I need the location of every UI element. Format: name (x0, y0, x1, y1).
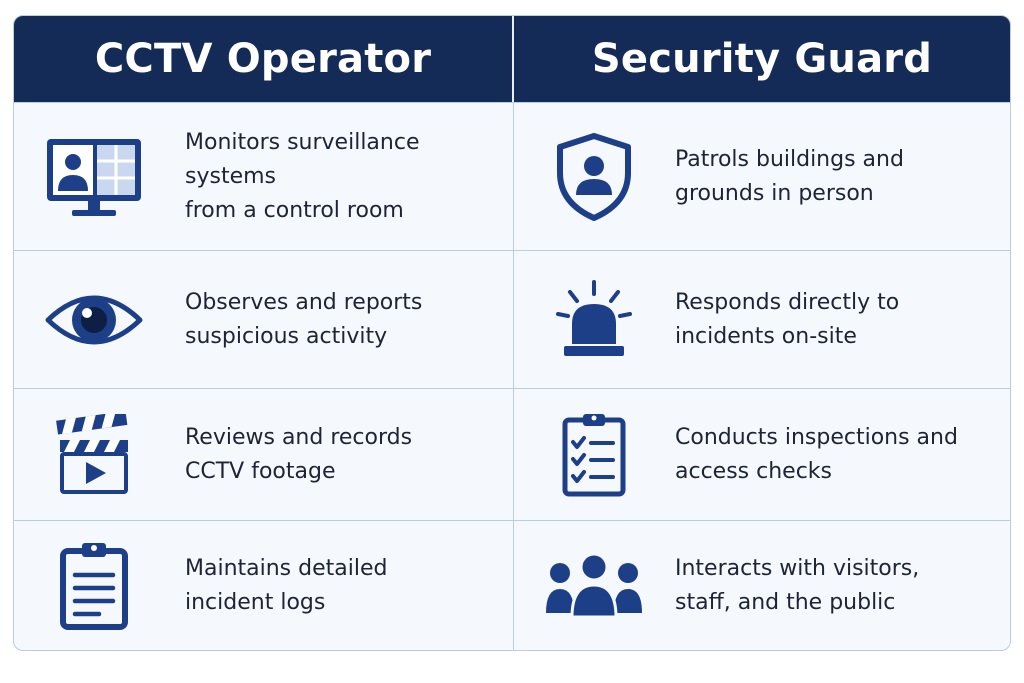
header-security-guard: Security Guard (591, 36, 933, 82)
table-header: CCTV Operator Security Guard (14, 16, 1010, 102)
cell-text: Maintains detailed incident logs (185, 555, 388, 615)
cell-text: Patrols buildings and grounds in person (675, 146, 904, 206)
cell-text: Interacts with visitors, staff, and the … (675, 555, 920, 615)
cell-guard-duty: Interacts with visitors, staff, and the … (514, 521, 1010, 650)
cell-guard-duty: Patrols buildings and grounds in person (514, 103, 1010, 250)
table-row: Reviews and records CCTV footage Conduct… (14, 388, 1010, 520)
cell-guard-duty: Responds directly to incidents on-site (514, 251, 1010, 388)
cell-cctv-duty: Monitors surveillance systems from a con… (14, 103, 514, 250)
people-group-icon (546, 552, 642, 618)
eye-icon (45, 295, 143, 344)
cell-text: Conducts inspections and access checks (675, 424, 958, 484)
clapperboard-play-icon (56, 413, 128, 494)
cell-cctv-duty: Reviews and records CCTV footage (14, 389, 514, 520)
cell-cctv-duty: Maintains detailed incident logs (14, 521, 514, 650)
monitor-camera-icon (47, 138, 141, 216)
log-clipboard-icon (60, 542, 128, 630)
table-row: Monitors surveillance systems from a con… (14, 102, 1010, 250)
cell-text: Responds directly to incidents on-site (675, 289, 900, 349)
cell-text: Reviews and records CCTV footage (185, 424, 413, 484)
shield-person-icon (557, 132, 631, 221)
comparison-table: CCTV Operator Security Guard Monitors su… (13, 15, 1011, 651)
cell-text: Monitors surveillance systems from a con… (185, 129, 420, 223)
cell-text: Observes and reports suspicious activity (185, 289, 423, 349)
header-cctv-operator: CCTV Operator (14, 16, 514, 102)
table-row: Observes and reports suspicious activity… (14, 250, 1010, 388)
table-row: Maintains detailed incident logs Interac… (14, 520, 1010, 650)
siren-alarm-icon (556, 279, 632, 356)
cell-guard-duty: Conducts inspections and access checks (514, 389, 1010, 520)
cell-cctv-duty: Observes and reports suspicious activity (14, 251, 514, 388)
checklist-clipboard-icon (562, 413, 626, 496)
